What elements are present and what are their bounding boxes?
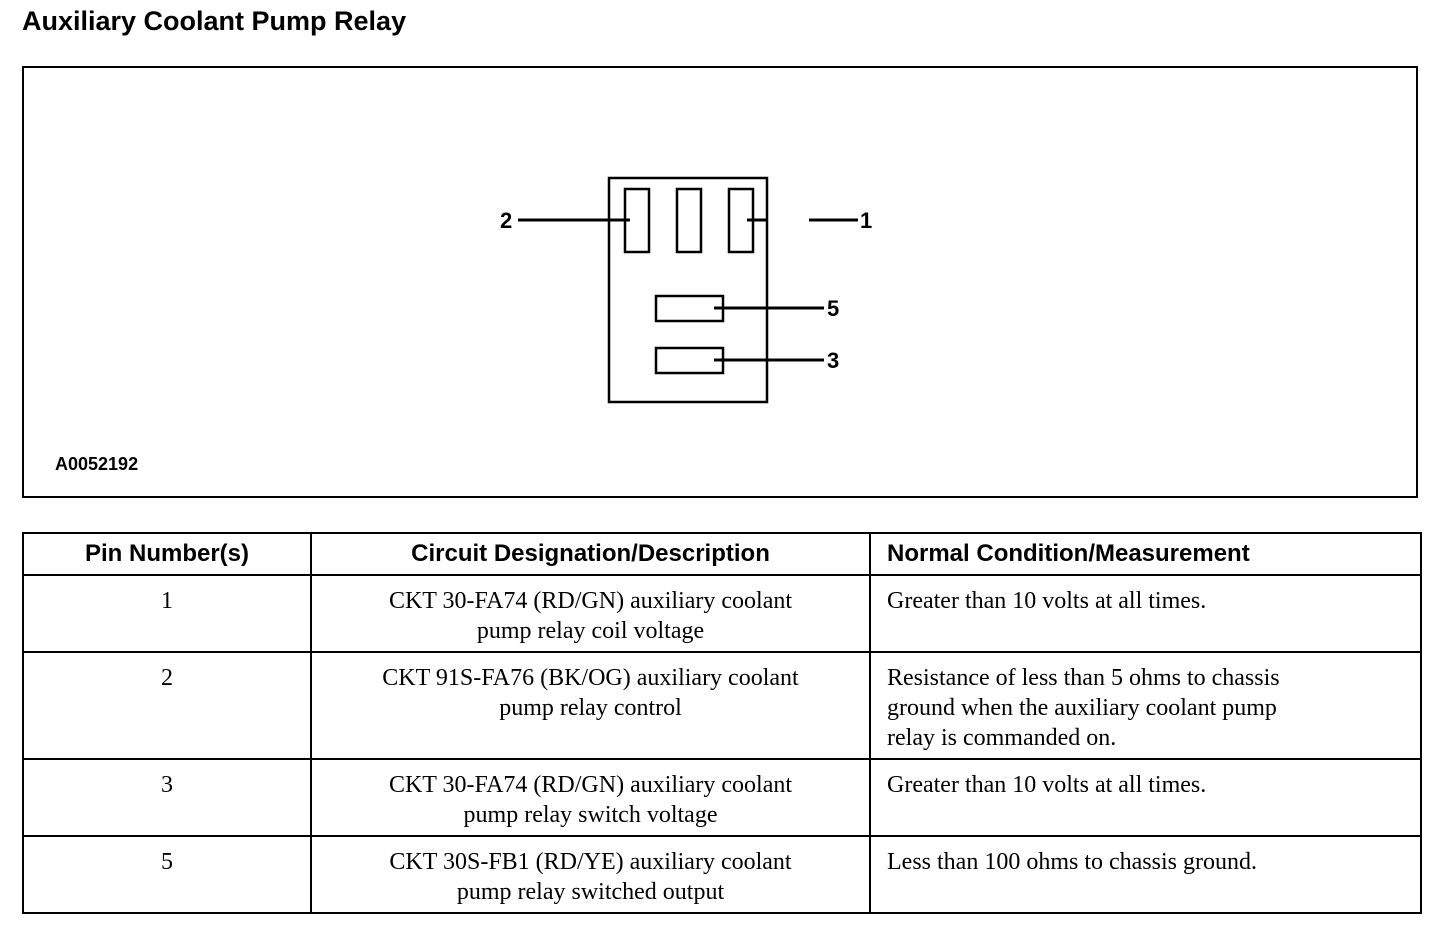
header-pin-number: Pin Number(s) (22, 532, 312, 576)
circuit-line: pump relay control (499, 695, 682, 721)
table-row: 1 CKT 30-FA74 (RD/GN) auxiliary coolant … (22, 574, 1422, 653)
header-circuit: Circuit Designation/Description (310, 532, 871, 576)
circuit-line: pump relay coil voltage (476, 618, 705, 644)
pin-label-3: 3 (827, 348, 839, 373)
cell-circuit: CKT 30-FA74 (RD/GN) auxiliary coolant pu… (310, 758, 871, 837)
relay-diagram: 2 1 5 3 A0052192 (22, 66, 1418, 498)
table-row: 2 CKT 91S-FA76 (BK/OG) auxiliary coolant… (22, 651, 1422, 760)
page-title: Auxiliary Coolant Pump Relay (22, 6, 407, 36)
cell-condition: Greater than 10 volts at all times. (869, 574, 1422, 653)
condition-line: ground when the auxiliary coolant pump (887, 695, 1277, 721)
terminal-3 (654, 346, 725, 375)
cell-pin: 5 (22, 835, 312, 914)
cell-pin: 1 (22, 574, 312, 653)
pin-label-2: 2 (500, 208, 512, 233)
header-condition: Normal Condition/Measurement (869, 532, 1422, 576)
terminal-5 (654, 294, 725, 323)
cell-condition: Resistance of less than 5 ohms to chassi… (869, 651, 1422, 760)
condition-line: Resistance of less than 5 ohms to chassi… (887, 665, 1280, 691)
cell-pin: 2 (22, 651, 312, 760)
circuit-line: CKT 30S-FB1 (RD/YE) auxiliary coolant (389, 849, 792, 875)
circuit-line: CKT 91S-FA76 (BK/OG) auxiliary coolant (382, 665, 799, 691)
cell-pin: 3 (22, 758, 312, 837)
condition-line: Less than 100 ohms to chassis ground. (887, 849, 1257, 875)
terminal-center (675, 187, 703, 254)
condition-line: Greater than 10 volts at all times. (887, 772, 1207, 798)
circuit-line: CKT 30-FA74 (RD/GN) auxiliary coolant (388, 588, 793, 614)
pin-table: Pin Number(s) Circuit Designation/Descri… (22, 532, 1422, 914)
cell-circuit: CKT 91S-FA76 (BK/OG) auxiliary coolant p… (310, 651, 871, 760)
circuit-line: CKT 30-FA74 (RD/GN) auxiliary coolant (388, 772, 793, 798)
pin-label-5: 5 (827, 296, 839, 321)
relay-body (607, 176, 769, 404)
cell-condition: Less than 100 ohms to chassis ground. (869, 835, 1422, 914)
condition-line: Greater than 10 volts at all times. (887, 588, 1207, 614)
condition-line: relay is commanded on. (887, 725, 1117, 751)
cell-circuit: CKT 30-FA74 (RD/GN) auxiliary coolant pu… (310, 574, 871, 653)
cell-circuit: CKT 30S-FB1 (RD/YE) auxiliary coolant pu… (310, 835, 871, 914)
figure-id: A0052192 (55, 454, 139, 474)
circuit-line: pump relay switched output (456, 879, 725, 905)
table-header-row: Pin Number(s) Circuit Designation/Descri… (22, 532, 1422, 576)
pin-label-1: 1 (860, 208, 872, 233)
circuit-line: pump relay switch voltage (463, 802, 718, 828)
table-row: 3 CKT 30-FA74 (RD/GN) auxiliary coolant … (22, 758, 1422, 837)
cell-condition: Greater than 10 volts at all times. (869, 758, 1422, 837)
relay-connector-drawing: 2 1 5 3 (500, 176, 872, 404)
table-row: 5 CKT 30S-FB1 (RD/YE) auxiliary coolant … (22, 835, 1422, 914)
